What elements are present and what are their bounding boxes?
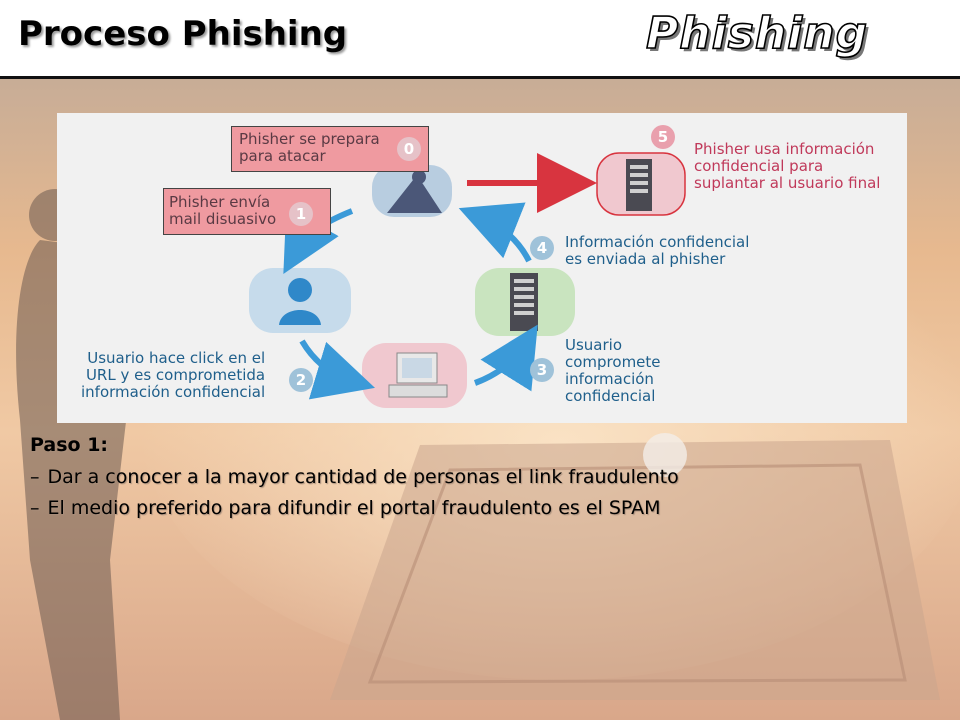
arrow-step-4 [458,202,532,263]
phishing-logo: Phishing [645,7,869,60]
slide-body: Paso 1: –Dar a conocer a la mayor cantid… [30,434,930,528]
step-4-label: Información confidencial es enviada al p… [565,233,750,268]
target-server-icon [596,152,686,216]
bullet-marker: – [30,497,40,519]
step-0-number: 0 [397,137,421,161]
slide-title: Proceso Phishing [18,14,348,54]
step-heading: Paso 1: [30,434,109,456]
diagram-graphics [249,152,686,408]
user-icon [249,268,351,333]
arrow-step-3 [473,324,538,392]
step-4-number: 4 [530,236,554,260]
bullet-text: El medio preferido para difundir el port… [47,497,661,519]
title-bar: Proceso Phishing Phishing [0,0,960,79]
bullet-text: Dar a conocer a la mayor cantidad de per… [47,466,679,488]
bullet-item: –El medio preferido para difundir el por… [30,497,930,519]
step-3-label: Usuario compromete información confidenc… [565,336,661,405]
step-1-number: 1 [289,202,313,226]
phishing-process-diagram: Phisher se prepara para atacar 0 Phisher… [57,113,907,423]
bullet-item: –Dar a conocer a la mayor cantidad de pe… [30,466,930,488]
server-icon [475,268,575,336]
step-0-highlight [231,126,429,172]
bullet-marker: – [30,466,40,488]
step-5-label: Phisher usa información confidencial par… [694,140,881,192]
step-3-number: 3 [530,358,554,382]
arrow-step-2 [299,339,375,400]
step-2-label: Usuario hace click en el URL y es compro… [81,349,266,401]
computer-icon [362,343,467,408]
step-5-number: 5 [651,125,675,149]
phisher-icon [372,165,452,217]
step-0-label: Phisher se prepara para atacar [239,130,380,165]
step-2-number: 2 [289,368,313,392]
step-1-label: Phisher envía mail disuasivo [169,193,277,228]
